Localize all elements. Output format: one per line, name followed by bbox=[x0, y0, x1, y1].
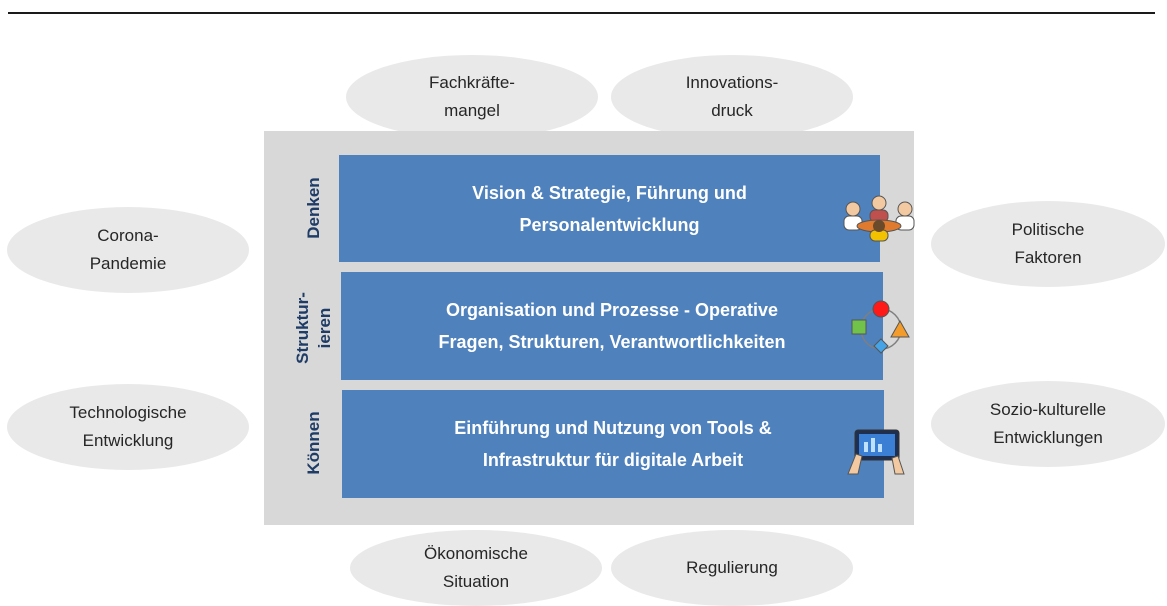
factor-corona-pandemie: Corona- Pandemie bbox=[7, 207, 249, 293]
factor-innovationsdruck-line-2: druck bbox=[711, 101, 753, 120]
factor-fachkraeftemangel-line-2: mangel bbox=[444, 101, 500, 120]
dimension-koennen: Können bbox=[302, 383, 326, 503]
factor-soziokulturelle-entwicklungen: Sozio-kulturelle Entwicklungen bbox=[931, 381, 1165, 467]
factor-technologische-entwicklung-line-1: Technologische bbox=[69, 403, 187, 422]
factor-fachkraeftemangel-line-1: Fachkräfte- bbox=[429, 73, 515, 92]
process-shapes-icon bbox=[851, 300, 910, 354]
factor-soziokulturelle-entwicklungen-line-2: Entwicklungen bbox=[993, 428, 1103, 447]
layer-vision-strategie-line-1: Vision & Strategie, Führung und bbox=[472, 182, 747, 203]
factor-politische-faktoren: Politische Faktoren bbox=[931, 201, 1165, 287]
tablet-hands-icon bbox=[847, 429, 905, 475]
factor-oekonomische-situation: Ökonomische Situation bbox=[350, 530, 602, 606]
layer-tools-infrastruktur: Einführung und Nutzung von Tools & Infra… bbox=[342, 390, 884, 498]
factor-fachkraeftemangel: Fachkräfte- mangel bbox=[346, 55, 598, 139]
factor-innovationsdruck: Innovations- druck bbox=[611, 55, 853, 139]
factor-soziokulturelle-entwicklungen-line-1: Sozio-kulturelle bbox=[989, 400, 1107, 419]
dimension-koennen-line-1: Können bbox=[304, 411, 323, 475]
team-meeting-icon bbox=[843, 195, 915, 242]
factor-politische-faktoren-line-2: Faktoren bbox=[1014, 248, 1082, 267]
factor-oekonomische-situation-line-2: Situation bbox=[442, 572, 510, 591]
header-rule bbox=[8, 12, 1155, 14]
factor-regulierung-line-1: Regulierung bbox=[686, 558, 778, 577]
layer-organisation-prozesse-line-1: Organisation und Prozesse - Operative bbox=[445, 300, 779, 320]
layer-tools-infrastruktur-line-1: Einführung und Nutzung von Tools & bbox=[454, 418, 772, 438]
factor-technologische-entwicklung-line-2: Entwicklung bbox=[82, 431, 174, 450]
factor-innovationsdruck-line-1: Innovations- bbox=[685, 73, 779, 92]
factor-technologische-entwicklung: Technologische Entwicklung bbox=[7, 384, 249, 470]
factor-oekonomische-situation-line-1: Ökonomische bbox=[424, 544, 528, 563]
layer-tools-infrastruktur-line-2: Infrastruktur für digitale Arbeit bbox=[482, 450, 744, 470]
factor-corona-pandemie-line-1: Corona- bbox=[97, 226, 159, 245]
factor-regulierung: Regulierung bbox=[611, 530, 853, 606]
dimension-strukturieren-line-1: Struktur- bbox=[293, 292, 312, 364]
dimension-strukturieren: Struktur- ieren bbox=[290, 268, 338, 388]
layer-organisation-prozesse: Organisation und Prozesse - Operative Fr… bbox=[341, 272, 883, 380]
dimension-strukturieren-line-2: ieren bbox=[315, 307, 334, 349]
layer-vision-strategie: Vision & Strategie, Führung und Personal… bbox=[339, 155, 880, 262]
layer-organisation-prozesse-line-2: Fragen, Strukturen, Verantwortlichkeiten bbox=[438, 332, 786, 352]
dimension-denken: Denken bbox=[302, 148, 326, 268]
factor-politische-faktoren-line-1: Politische bbox=[1011, 220, 1085, 239]
layer-vision-strategie-line-2: Personalentwicklung bbox=[519, 214, 700, 235]
dimension-denken-line-1: Denken bbox=[304, 177, 323, 239]
factor-corona-pandemie-line-2: Pandemie bbox=[89, 254, 167, 273]
